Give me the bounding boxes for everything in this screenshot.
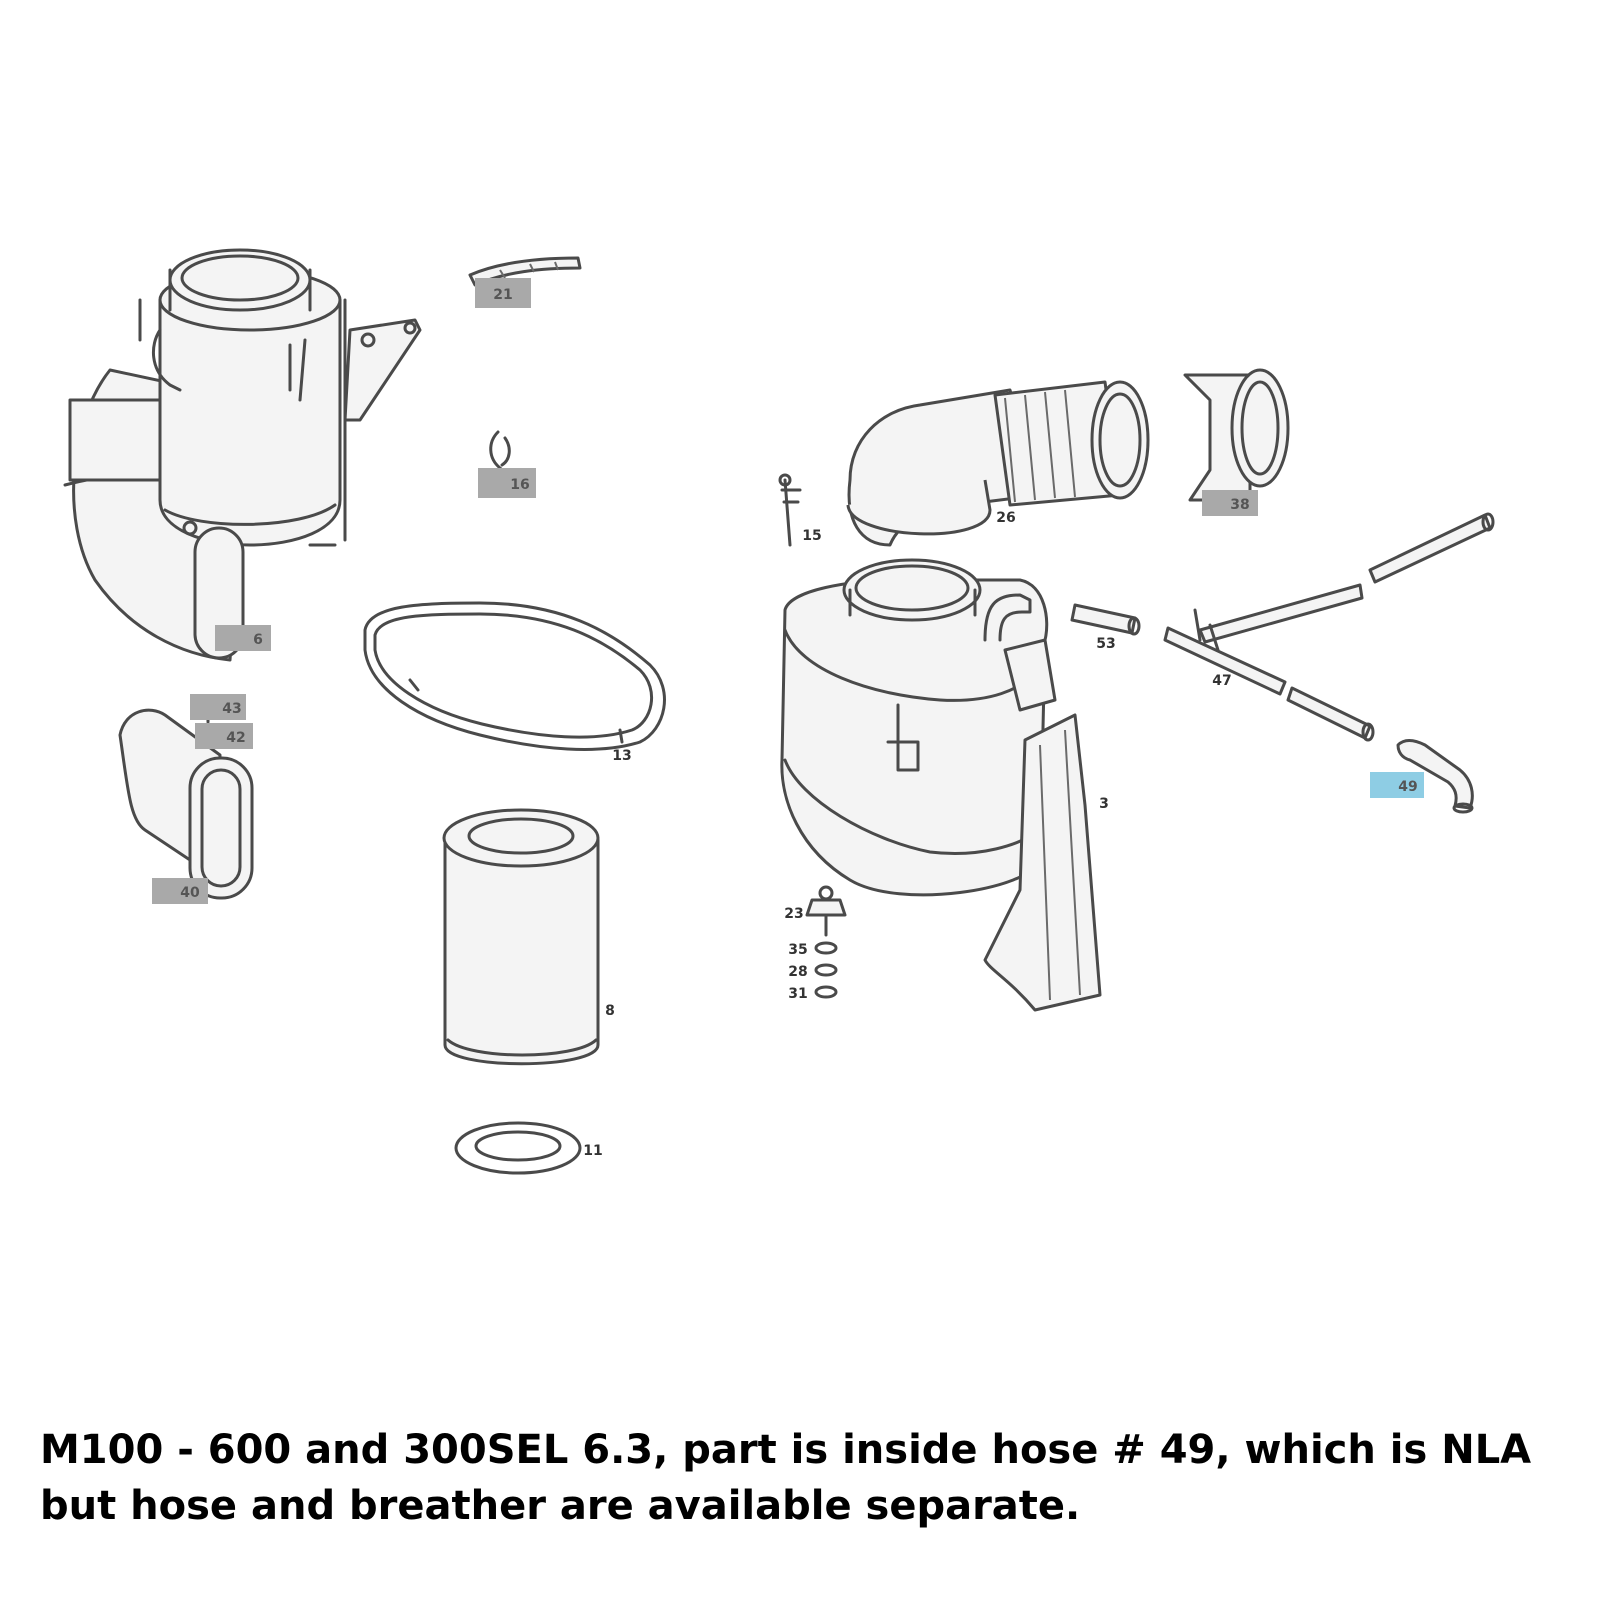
label-42: 42 xyxy=(195,723,253,749)
label-28: 28 xyxy=(788,964,807,980)
label-6-text: 6 xyxy=(253,632,263,648)
label-40: 40 xyxy=(152,878,208,904)
parts-diagram: 21 16 6 43 42 40 13 8 11 15 26 38 53 47 xyxy=(63,248,1495,1175)
label-26-text: 26 xyxy=(996,510,1015,526)
caption-text: M100 - 600 and 300SEL 6.3, part is insid… xyxy=(40,1427,1532,1529)
label-21-text: 21 xyxy=(493,287,512,303)
label-49[interactable]: 49 xyxy=(1370,772,1424,798)
label-35-text: 35 xyxy=(788,942,807,958)
lower-housing-part-3 xyxy=(780,558,1102,1012)
label-31-text: 31 xyxy=(788,986,807,1002)
label-38-text: 38 xyxy=(1230,497,1249,513)
strip-part-21 xyxy=(468,256,582,287)
label-38: 38 xyxy=(1202,490,1258,516)
short-hose-part-53 xyxy=(1070,603,1141,636)
label-11-text: 11 xyxy=(583,1143,602,1159)
label-47-text: 47 xyxy=(1212,673,1231,689)
label-21: 21 xyxy=(475,278,531,308)
filter-element-part-8 xyxy=(442,808,600,1066)
label-42-text: 42 xyxy=(226,730,245,746)
label-23: 23 xyxy=(784,906,803,922)
check-valve-part-23 xyxy=(805,885,847,999)
duct-part-40 xyxy=(118,708,254,900)
label-15-text: 15 xyxy=(802,528,821,544)
label-49-text: 49 xyxy=(1398,779,1417,795)
label-13: 13 xyxy=(612,748,631,764)
label-53: 53 xyxy=(1096,636,1115,652)
label-43: 43 xyxy=(190,694,246,720)
label-53-text: 53 xyxy=(1096,636,1115,652)
label-15: 15 xyxy=(802,528,821,544)
label-3-text: 3 xyxy=(1099,796,1109,812)
label-8-text: 8 xyxy=(605,1003,615,1019)
label-47: 47 xyxy=(1212,673,1231,689)
ring-part-11 xyxy=(454,1121,582,1175)
label-3: 3 xyxy=(1099,796,1109,812)
hose-assembly-part-47 xyxy=(1163,512,1495,742)
label-35: 35 xyxy=(788,942,807,958)
gasket-ring-part-13 xyxy=(363,601,666,751)
intake-elbow-part-26 xyxy=(846,380,1150,547)
label-28-text: 28 xyxy=(788,964,807,980)
label-16-text: 16 xyxy=(510,477,529,493)
label-6: 6 xyxy=(215,625,271,651)
breather-hose-part-49[interactable] xyxy=(1396,739,1474,814)
label-13-text: 13 xyxy=(612,748,631,764)
label-43-text: 43 xyxy=(222,701,241,717)
label-8: 8 xyxy=(605,1003,615,1019)
bracket-ring-part-38 xyxy=(1183,368,1290,502)
label-40-text: 40 xyxy=(180,885,200,901)
upper-housing-part-6 xyxy=(63,248,422,662)
label-16: 16 xyxy=(478,468,536,498)
label-26: 26 xyxy=(996,510,1015,526)
label-31: 31 xyxy=(788,986,807,1002)
label-11: 11 xyxy=(583,1143,602,1159)
bolt-part-15 xyxy=(778,473,802,547)
label-23-text: 23 xyxy=(784,906,803,922)
